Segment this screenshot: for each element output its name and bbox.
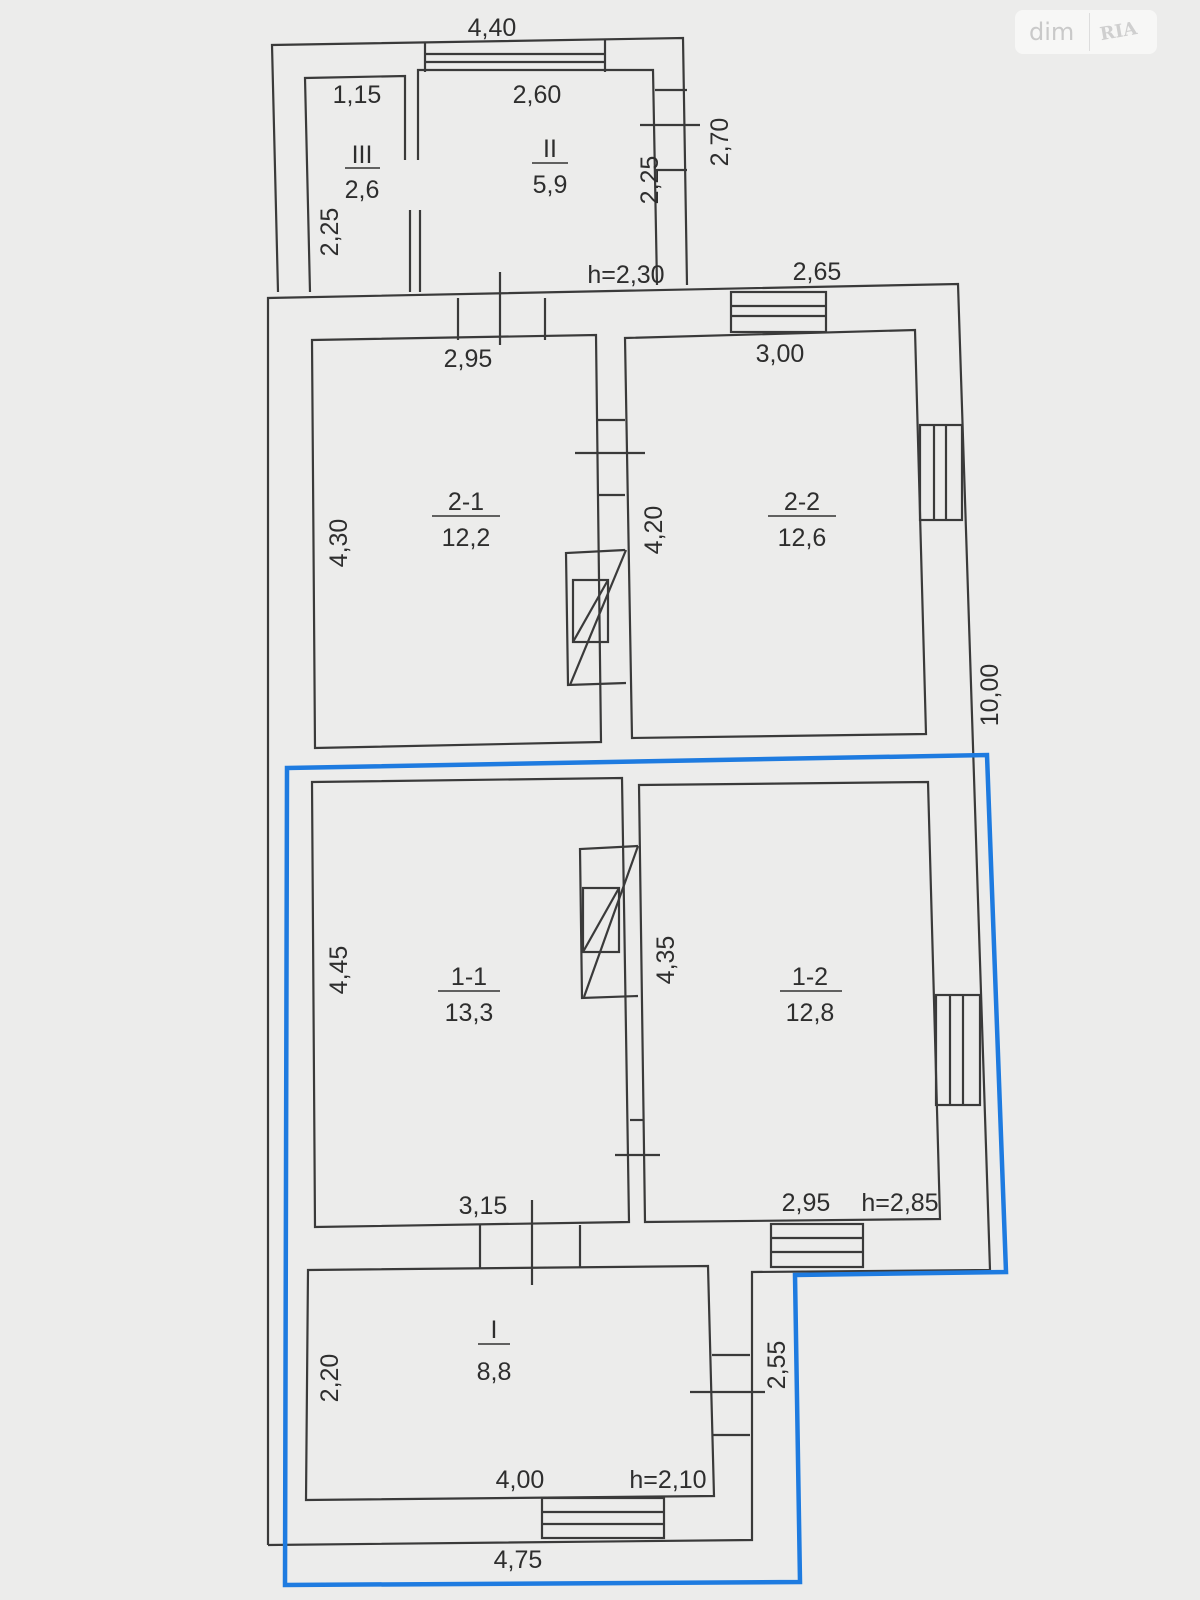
- dim-room-1-2-height: 4,35: [652, 936, 680, 985]
- dim-room-2-2-width: 3,00: [756, 340, 805, 368]
- dim-annex-outer-height: 2,70: [706, 118, 734, 167]
- svg-text:2-1: 2-1: [448, 488, 484, 516]
- dim-room-I-outer-width: 4,75: [494, 1546, 543, 1574]
- dim-top-right-outer: 2,65: [793, 258, 842, 286]
- svg-text:III: III: [352, 141, 373, 169]
- dim-house-length: 10,00: [976, 664, 1004, 727]
- stove-lower: [578, 844, 640, 1000]
- dim-room-III-height: 2,25: [316, 208, 344, 257]
- annex-window: [423, 40, 607, 72]
- dim-room-I-ceiling: h=2,10: [629, 1466, 706, 1494]
- dim-annex-ceiling: h=2,30: [587, 261, 664, 289]
- svg-text:2-2: 2-2: [784, 488, 820, 516]
- dim-room-2-1-height: 4,30: [325, 519, 353, 568]
- room-walls: [304, 298, 942, 1502]
- svg-text:1-1: 1-1: [451, 963, 487, 991]
- dim-ria-logo[interactable]: dim RIA: [1015, 10, 1157, 54]
- dim-room-II-width: 2,60: [513, 81, 562, 109]
- svg-text:13,3: 13,3: [445, 999, 494, 1027]
- room-label-2-2: 2-2 12,6: [768, 488, 836, 552]
- dim-room-I-height: 2,20: [316, 1354, 344, 1403]
- svg-text:12,2: 12,2: [442, 524, 491, 552]
- logo-ria-text: RIA: [1098, 17, 1139, 45]
- dim-room-1-1-height: 4,45: [325, 946, 353, 995]
- selected-area-outline: [282, 752, 1009, 1588]
- stove-upper: [564, 548, 628, 687]
- dim-room-2-1-width: 2,95: [444, 345, 493, 373]
- svg-text:12,6: 12,6: [778, 524, 827, 552]
- dim-main-ceiling: h=2,85: [861, 1189, 938, 1217]
- dim-room-1-1-width: 3,15: [459, 1192, 508, 1220]
- room-label-1-2: 1-2 12,8: [780, 963, 842, 1027]
- dim-room-III-width: 1,15: [333, 81, 382, 109]
- svg-text:II: II: [543, 135, 557, 163]
- dim-room-II-height: 2,25: [636, 156, 664, 205]
- logo-divider: [1089, 13, 1090, 51]
- dim-room-1-2-width: 2,95: [782, 1189, 831, 1217]
- room-label-III: III 2,6: [345, 141, 380, 204]
- room-label-1-1: 1-1 13,3: [438, 963, 500, 1027]
- logo-dim-text: dim: [1029, 18, 1075, 46]
- svg-text:12,8: 12,8: [786, 999, 835, 1027]
- svg-text:I: I: [491, 1316, 498, 1344]
- svg-text:5,9: 5,9: [533, 171, 568, 199]
- house-outer-walls: [266, 282, 992, 1547]
- room-label-2-1: 2-1 12,2: [432, 488, 500, 552]
- dim-annex-width: 4,40: [468, 14, 517, 42]
- svg-text:8,8: 8,8: [477, 1358, 512, 1386]
- room-label-II: II 5,9: [532, 135, 568, 199]
- dim-room-2-2-height: 4,20: [640, 506, 668, 555]
- windows: [540, 290, 982, 1540]
- svg-text:2,6: 2,6: [345, 176, 380, 204]
- annex-walls: [270, 36, 700, 345]
- dim-room-I-outer-height: 2,55: [763, 1341, 791, 1390]
- room-label-I: I 8,8: [477, 1316, 512, 1386]
- svg-text:1-2: 1-2: [792, 963, 828, 991]
- dim-room-I-width: 4,00: [496, 1466, 545, 1494]
